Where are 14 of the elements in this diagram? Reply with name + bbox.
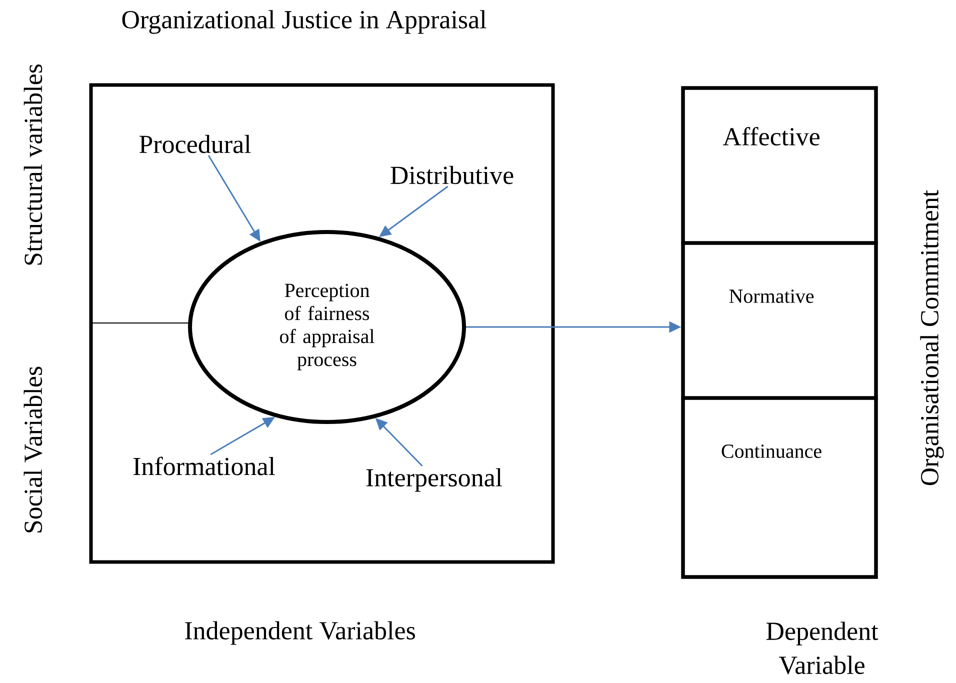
factor-label: Informational: [133, 456, 275, 476]
factor-label: Interpersonal: [366, 468, 502, 492]
title: Organizational Justice in Appraisal: [122, 10, 486, 34]
node-label: Independent Variables: [185, 621, 415, 645]
side-label: Social Variables: [24, 366, 42, 532]
side-label: Organisational Commitment: [920, 190, 944, 486]
side-label: Structural variables: [24, 64, 42, 265]
commitment-cell: Continuance: [681, 396, 878, 579]
commitment-cell: Affective: [681, 86, 878, 245]
factor-label: Distributive: [390, 166, 514, 184]
plain-box: [89, 83, 555, 564]
node-label: Dependent Variable: [766, 622, 878, 674]
factor-label: Procedural: [139, 134, 251, 154]
commitment-cell: Normative: [681, 241, 878, 400]
